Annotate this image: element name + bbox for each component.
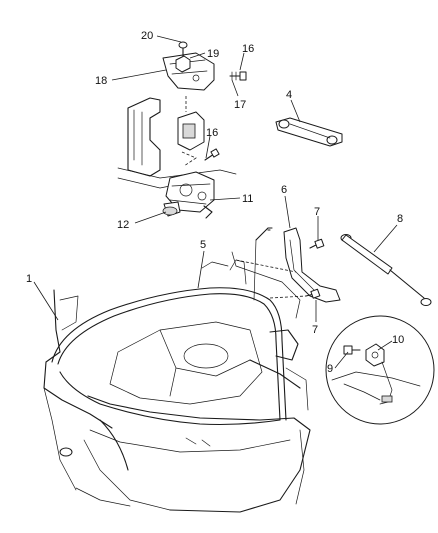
vehicle-trunk-body [43, 251, 311, 513]
gas-prop-strut [340, 234, 432, 306]
rear-support-bracket [117, 96, 237, 189]
callout-9: 9 [327, 363, 333, 375]
callout-12: 12 [117, 219, 129, 231]
callout-7-lower: 7 [312, 324, 318, 336]
callout-labels: 20 19 18 16 17 4 16 11 12 6 7 8 5 1 7 10… [26, 30, 404, 375]
torsion-bar-bracket [275, 117, 343, 147]
detail-inset [325, 315, 435, 425]
callout-10: 10 [392, 334, 404, 346]
deck-lid-hinge [235, 227, 341, 303]
latch-bracket-assembly [162, 41, 247, 91]
callout-5: 5 [200, 239, 206, 251]
callout-17: 17 [234, 99, 246, 111]
callout-11: 11 [242, 193, 253, 205]
callout-16-top: 16 [242, 43, 254, 55]
callout-7-upper: 7 [314, 206, 320, 218]
latch-mechanism [162, 171, 215, 219]
callout-6: 6 [281, 184, 287, 196]
callout-18: 18 [95, 75, 107, 87]
callout-19: 19 [207, 48, 219, 60]
callout-20: 20 [141, 30, 153, 42]
callout-16-middle: 16 [206, 127, 218, 139]
callout-8: 8 [397, 213, 403, 225]
callout-4: 4 [286, 89, 292, 101]
leader-lines [33, 35, 398, 369]
callout-1: 1 [26, 273, 32, 285]
